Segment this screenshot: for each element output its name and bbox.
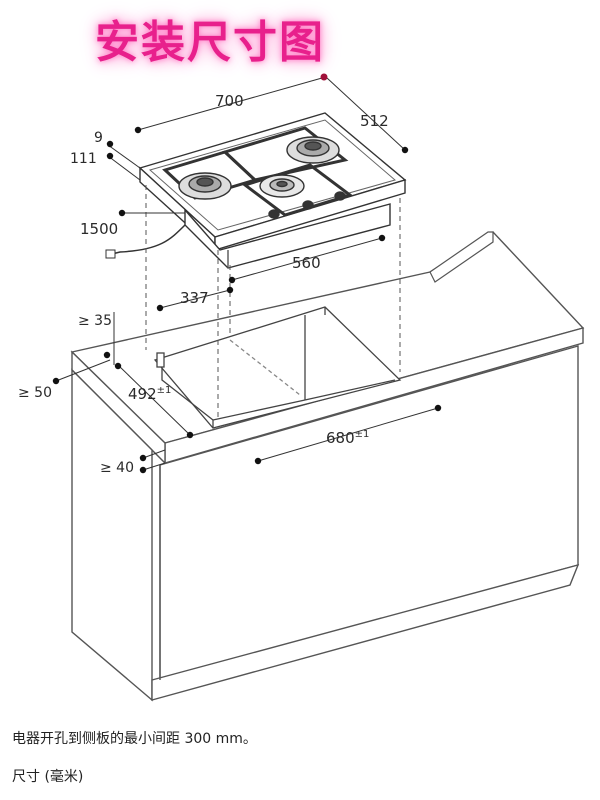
accent-dot (320, 73, 328, 81)
burner-left (178, 172, 232, 200)
cutout (153, 306, 402, 429)
dim-hob-depth: 512 (360, 112, 389, 130)
power-cable (111, 224, 186, 255)
dim-hob-bottom-width: 560 (292, 254, 321, 272)
burner-center (259, 174, 305, 198)
worktop-upstand (429, 231, 494, 283)
units-note: 尺寸 (毫米) (12, 769, 84, 785)
dim-hob-height: 111 (70, 151, 97, 167)
dim-cutout-front-offset: 337 (180, 289, 209, 307)
dimension-dots (52, 126, 442, 474)
clearance-note: 电器开孔到侧板的最小间距 300 mm。 (12, 731, 257, 747)
cabinet-plinth (151, 563, 580, 701)
plug (105, 249, 116, 259)
dim-cutout-width: 680±1 (326, 429, 369, 447)
dim-worktop-min: ≥ 40 (100, 460, 134, 476)
dim-rear-edge-min: ≥ 50 (18, 385, 52, 401)
dim-front-edge-min: ≥ 35 (78, 313, 112, 329)
diagram-title: 安装尺寸图 (95, 17, 325, 68)
burner-right (286, 136, 340, 164)
dim-hob-width: 700 (215, 92, 244, 110)
dim-hob-top-offset: 9 (94, 130, 103, 146)
dimension-lines (55, 77, 439, 471)
dim-cable-length: 1500 (80, 220, 118, 238)
dim-cutout-depth: 492±1 (128, 385, 171, 403)
hob (138, 112, 407, 269)
cabinet (70, 231, 585, 702)
installation-diagram: 700 512 9 111 1500 560 337 ≥ 35 ≥ 50 492… (18, 73, 585, 702)
control-knobs (268, 191, 346, 219)
